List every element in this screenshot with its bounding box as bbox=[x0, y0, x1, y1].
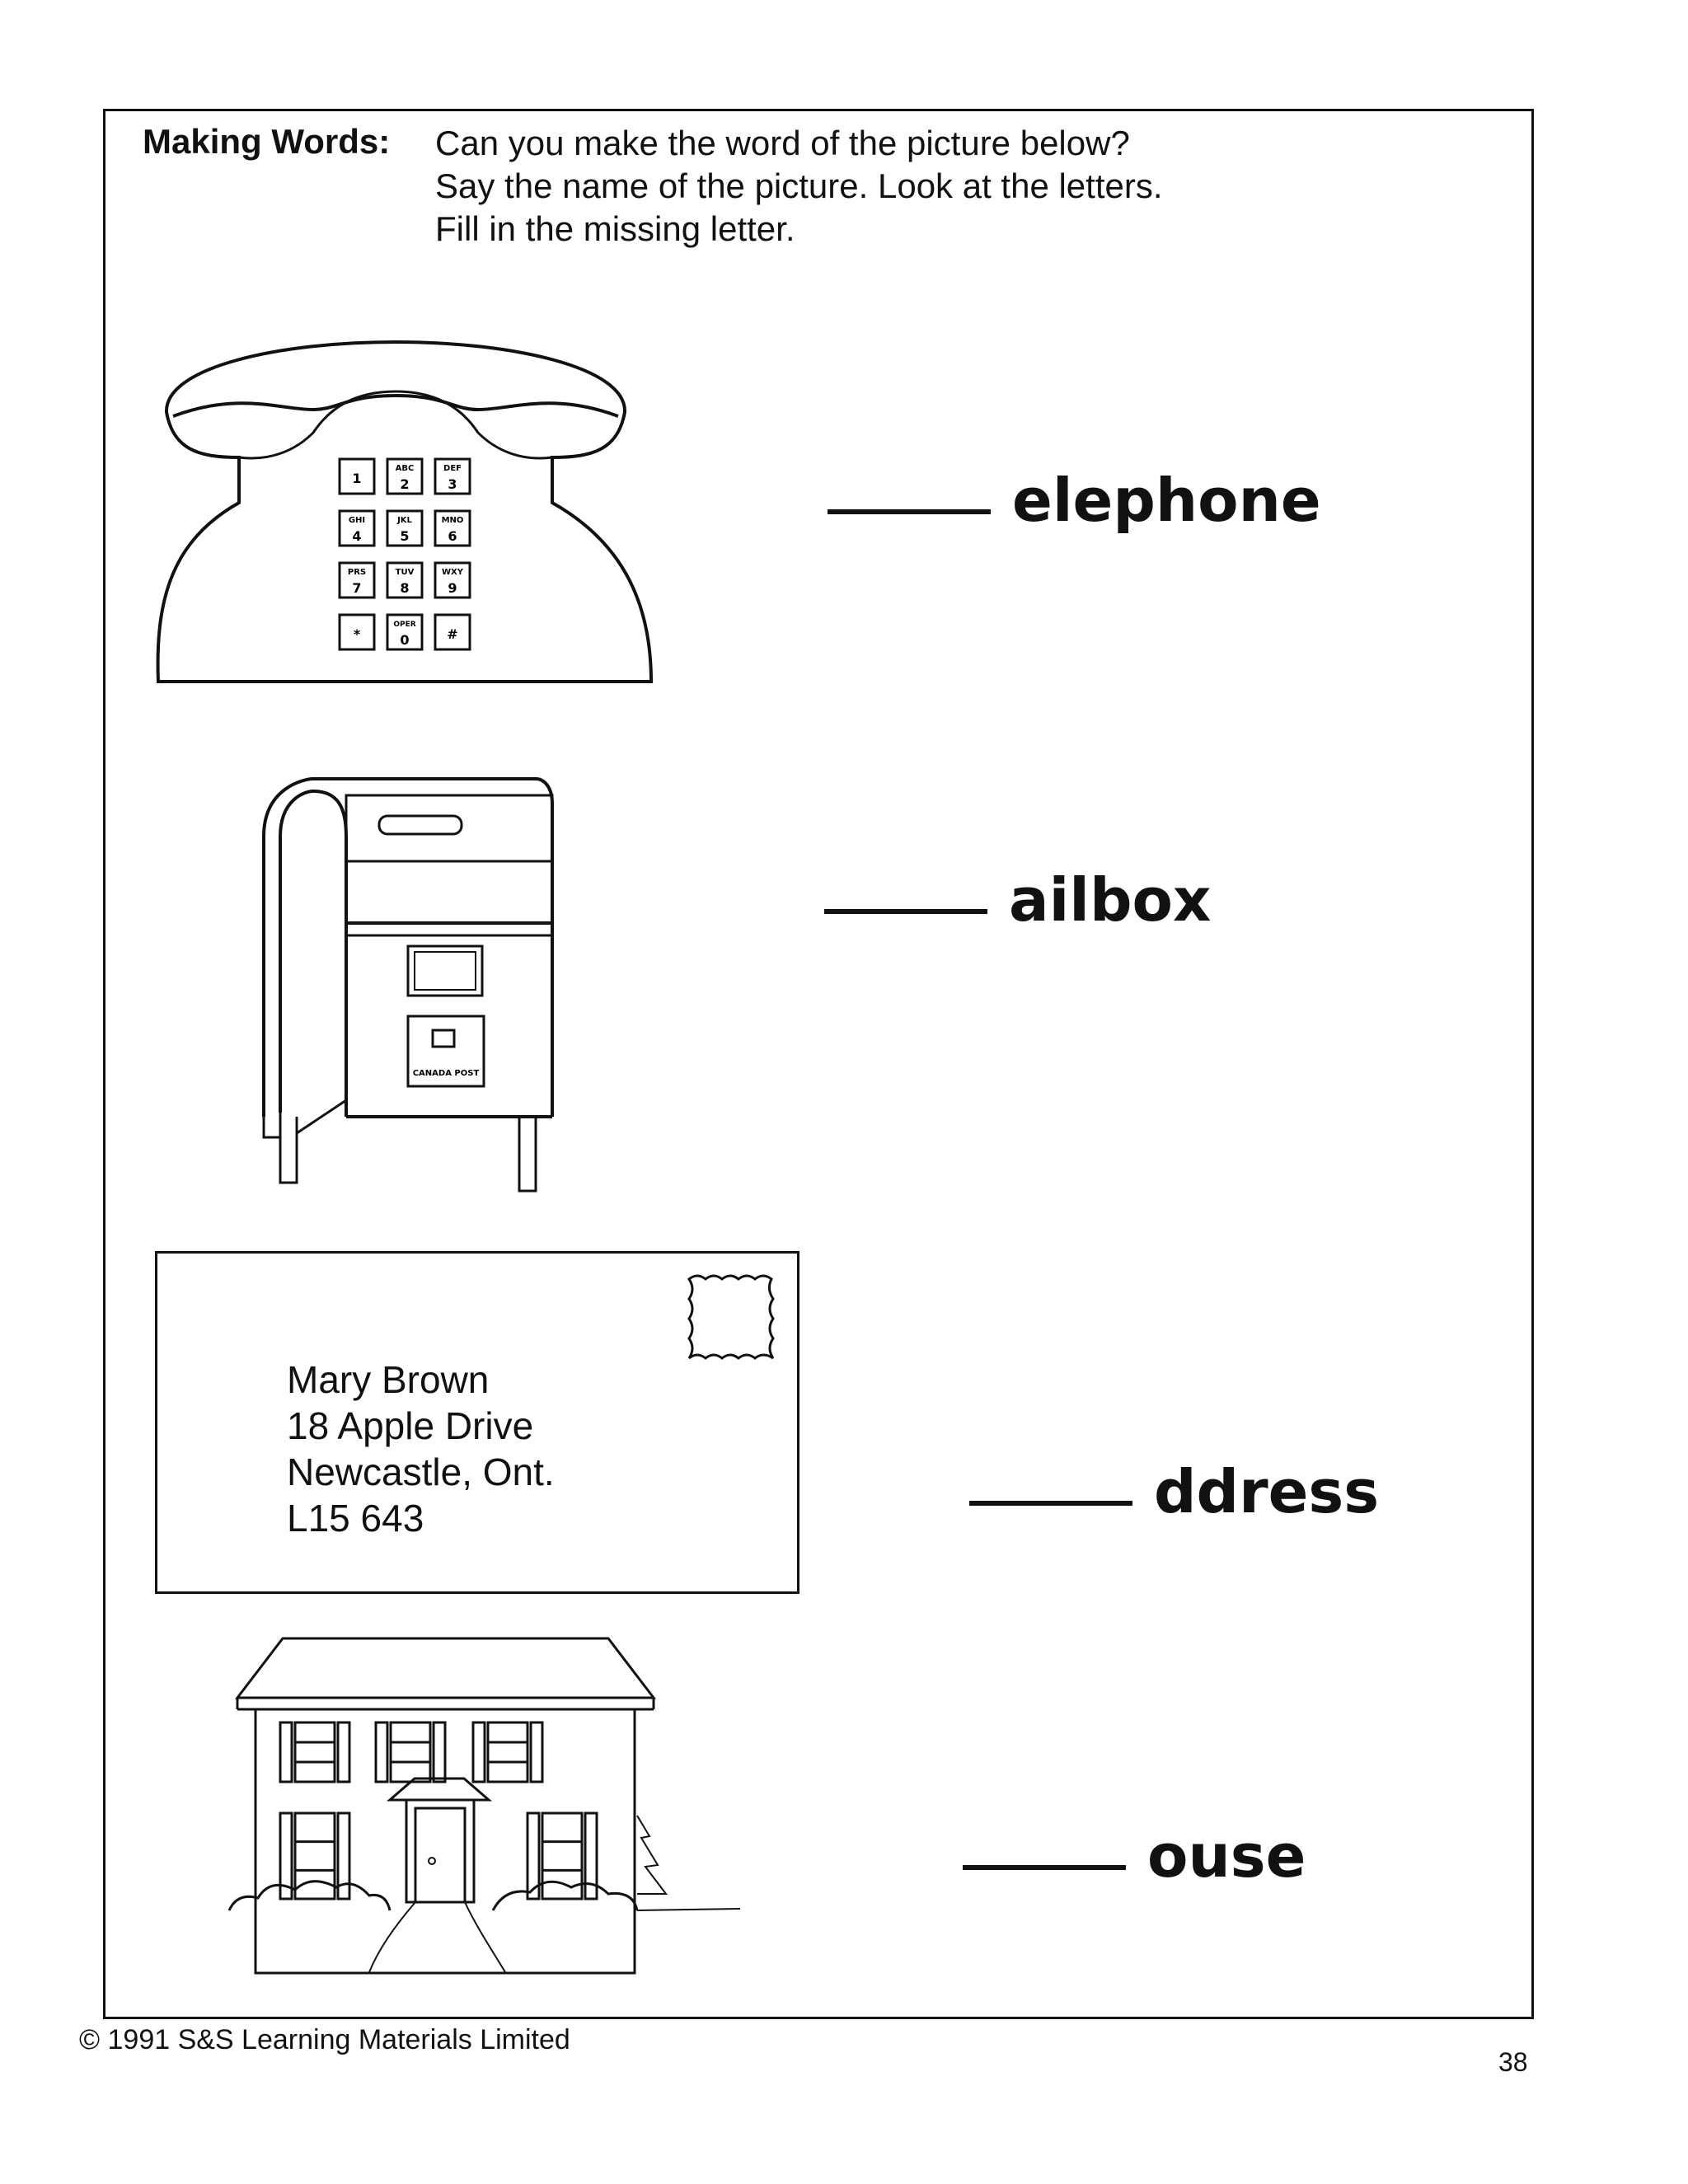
mailbox-picture: CANADA POST bbox=[262, 777, 554, 1193]
house-window bbox=[526, 1811, 598, 1900]
instructions: Can you make the word of the picture bel… bbox=[435, 122, 1163, 251]
copyright-notice: © 1991 S&S Learning Materials Limited bbox=[79, 2024, 570, 2055]
key-letters: TUV bbox=[396, 568, 415, 577]
key-digit: 5 bbox=[400, 528, 409, 544]
section-title: Making Words: bbox=[143, 122, 391, 161]
key-digit: 3 bbox=[448, 476, 457, 492]
exercise-word-mailbox: ailbox bbox=[824, 865, 1211, 935]
keypad-key: JKL 5 bbox=[386, 509, 424, 547]
key-digit: 7 bbox=[352, 580, 361, 596]
keypad-key: MNO 6 bbox=[434, 509, 471, 547]
keypad-key: PRS 7 bbox=[338, 561, 376, 599]
mailbox-label: CANADA POST bbox=[413, 1069, 480, 1078]
keypad-key: * bbox=[338, 613, 376, 651]
keypad-key: # bbox=[434, 613, 471, 651]
instruction-line: Fill in the missing letter. bbox=[435, 209, 795, 248]
key-letters: DEF bbox=[443, 464, 462, 473]
keypad-key: WXY 9 bbox=[434, 561, 471, 599]
house-window bbox=[374, 1721, 447, 1783]
keypad-key: 1 bbox=[338, 457, 376, 495]
page-number: 38 bbox=[1498, 2047, 1528, 2077]
address-line: Newcastle, Ont. bbox=[287, 1451, 555, 1493]
answer-blank bbox=[963, 1860, 1126, 1870]
key-letters: ABC bbox=[396, 464, 415, 473]
key-digit: # bbox=[447, 626, 457, 642]
word-ending: ouse bbox=[1147, 1821, 1306, 1891]
answer-blank bbox=[824, 904, 987, 914]
instruction-line: Say the name of the picture. Look at the… bbox=[435, 166, 1163, 205]
key-digit: 1 bbox=[352, 471, 361, 486]
key-digit: * bbox=[354, 626, 361, 642]
key-digit: 8 bbox=[400, 580, 409, 596]
address-line: 18 Apple Drive bbox=[287, 1404, 534, 1447]
envelope-picture bbox=[155, 1251, 799, 1594]
address-line: L15 643 bbox=[287, 1497, 424, 1540]
keypad-key: GHI 4 bbox=[338, 509, 376, 547]
stamp-icon bbox=[687, 1274, 775, 1360]
word-ending: ddress bbox=[1154, 1457, 1380, 1526]
house-window bbox=[279, 1811, 351, 1900]
house-window bbox=[279, 1721, 351, 1783]
keypad-key: ABC 2 bbox=[386, 457, 424, 495]
key-letters: OPER bbox=[393, 621, 415, 629]
keypad-key: OPER 0 bbox=[386, 613, 424, 651]
mailing-address: Mary Brown 18 Apple Drive Newcastle, Ont… bbox=[287, 1357, 555, 1541]
exercise-word-address: ddress bbox=[969, 1457, 1379, 1526]
key-digit: 2 bbox=[400, 476, 409, 492]
key-digit: 0 bbox=[400, 632, 409, 648]
key-letters: PRS bbox=[348, 568, 366, 577]
house-picture bbox=[227, 1637, 741, 1975]
key-letters: WXY bbox=[442, 568, 464, 577]
key-letters: GHI bbox=[349, 516, 365, 525]
key-digit: 9 bbox=[448, 580, 457, 596]
exercise-word-house: ouse bbox=[963, 1821, 1306, 1891]
answer-blank bbox=[969, 1496, 1132, 1506]
key-digit: 6 bbox=[448, 528, 457, 544]
key-letters: JKL bbox=[396, 516, 412, 525]
word-ending: elephone bbox=[1012, 466, 1321, 535]
word-ending: ailbox bbox=[1009, 865, 1212, 935]
answer-blank bbox=[828, 504, 991, 514]
exercise-word-telephone: elephone bbox=[828, 466, 1321, 535]
key-digit: 4 bbox=[352, 528, 361, 544]
worksheet-border bbox=[103, 109, 1534, 2019]
keypad-key: DEF 3 bbox=[434, 457, 471, 495]
keypad-key: TUV 8 bbox=[386, 561, 424, 599]
key-letters: MNO bbox=[442, 516, 464, 525]
house-window bbox=[471, 1721, 544, 1783]
address-line: Mary Brown bbox=[287, 1358, 490, 1401]
instruction-line: Can you make the word of the picture bel… bbox=[435, 124, 1130, 162]
